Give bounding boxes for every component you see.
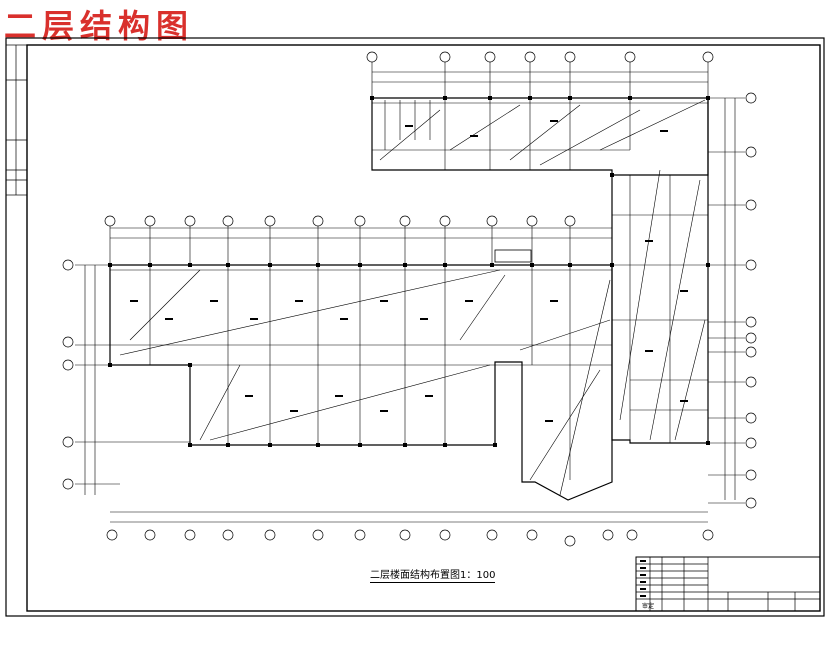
top-wing bbox=[371, 97, 709, 176]
title-block-cell-marks bbox=[640, 560, 646, 597]
slab-tags bbox=[130, 120, 688, 422]
sheet-border-inner bbox=[26, 44, 821, 612]
title-block-approval-label: 审定 bbox=[642, 602, 654, 610]
grid-bubbles bbox=[62, 51, 757, 547]
dimension-lines bbox=[75, 62, 745, 523]
binding-strip bbox=[5, 44, 28, 196]
main-body bbox=[109, 249, 613, 501]
right-wing bbox=[611, 98, 709, 444]
title-block bbox=[635, 556, 821, 612]
column-markers bbox=[108, 96, 710, 447]
sheet-border-outer bbox=[5, 37, 825, 617]
page-title: 二层结构图 bbox=[4, 7, 195, 45]
drawing-caption: 二层楼面结构布置图1：100 bbox=[370, 570, 496, 583]
